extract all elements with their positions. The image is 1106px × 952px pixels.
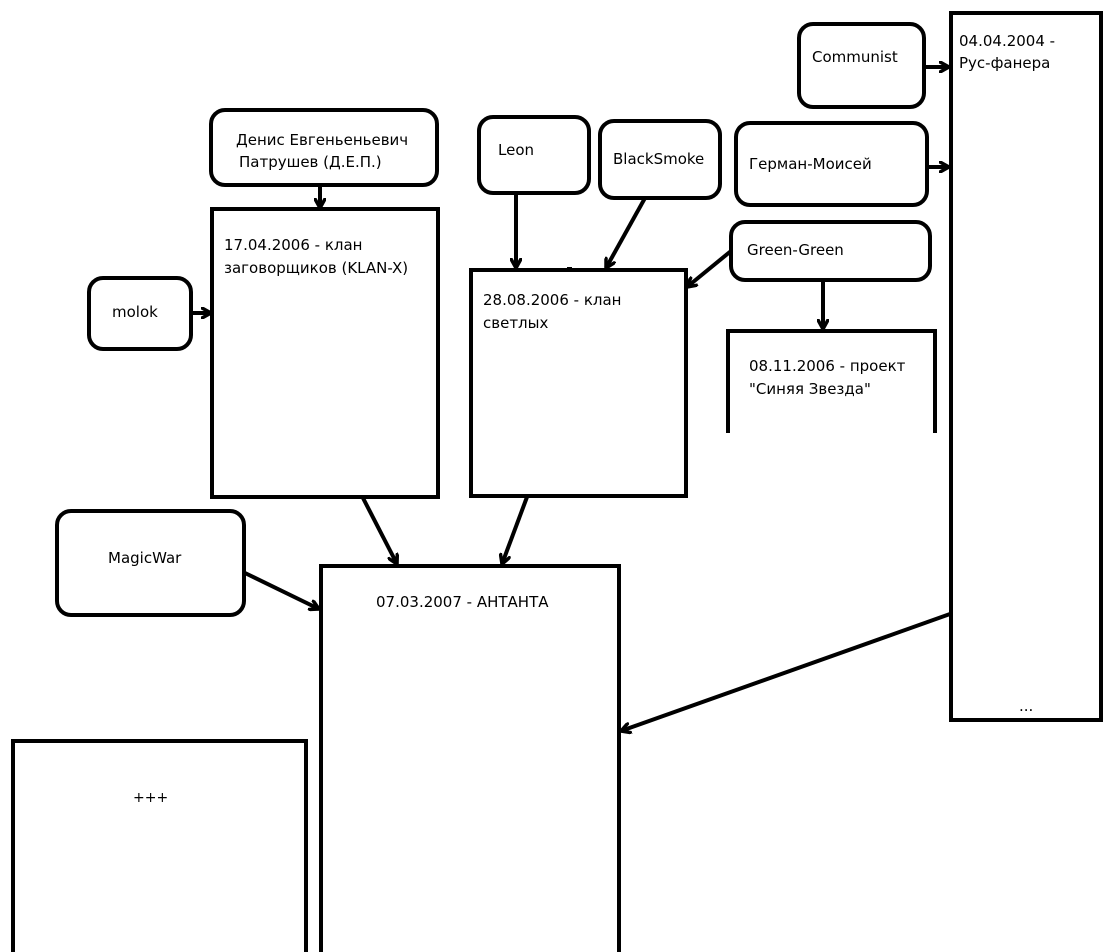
arrow-blacksmoke-to-svetlye xyxy=(606,197,647,268)
arrow-svetlye-to-antanta xyxy=(502,496,529,564)
node-rus-fanera xyxy=(949,11,1103,722)
label-svetlye-line2: светлых xyxy=(483,314,549,332)
arrow-rus-fanera-to-antanta xyxy=(621,612,951,731)
arrow-klan-x-to-antanta xyxy=(361,497,397,564)
label-communist: Communist xyxy=(812,48,898,66)
label-rus-fanera-line2: Рус-фанера xyxy=(959,54,1051,72)
label-klan-x-line1: 17.04.2006 - клан xyxy=(224,236,363,254)
label-molok: molok xyxy=(112,303,158,321)
node-leon xyxy=(477,115,591,195)
node-sinyaya-zvezda xyxy=(726,329,937,433)
label-other: +++ xyxy=(133,790,169,806)
label-leon: Leon xyxy=(498,141,535,159)
node-svetlye xyxy=(469,268,688,498)
label-dep-line2: Патрушев (Д.Е.П.) xyxy=(239,153,382,171)
label-blacksmoke: BlackSmoke xyxy=(613,150,705,168)
label-rus-fanera-more: ... xyxy=(1019,697,1034,715)
arrow-green-green-to-svetlye xyxy=(687,249,733,287)
label-german-moisei: Герман-Моисей xyxy=(749,155,872,173)
label-green-green: Green-Green xyxy=(747,241,844,259)
node-blacksmoke xyxy=(598,119,722,200)
node-dep xyxy=(209,108,439,187)
node-magicwar xyxy=(55,509,246,617)
label-sinyaya-zvezda-line2: "Синяя Звезда" xyxy=(749,380,871,398)
node-communist xyxy=(797,22,926,109)
label-antanta: 07.03.2007 - АНТАНТА xyxy=(376,593,549,611)
label-rus-fanera-line1: 04.04.2004 - xyxy=(959,32,1056,50)
label-sinyaya-zvezda-line1: 08.11.2006 - проект xyxy=(749,357,906,375)
node-german-moisei xyxy=(734,121,929,207)
node-antanta xyxy=(319,564,621,952)
label-magicwar: MagicWar xyxy=(108,549,182,567)
label-svetlye-line1: 28.08.2006 - клан xyxy=(483,291,622,309)
label-dep-line1: Денис Евгеньеньевич xyxy=(236,131,409,149)
arrow-magicwar-to-antanta xyxy=(244,571,319,609)
node-other xyxy=(11,739,308,952)
label-klan-x-line2: заговорщиков (KLAN-X) xyxy=(224,259,409,277)
